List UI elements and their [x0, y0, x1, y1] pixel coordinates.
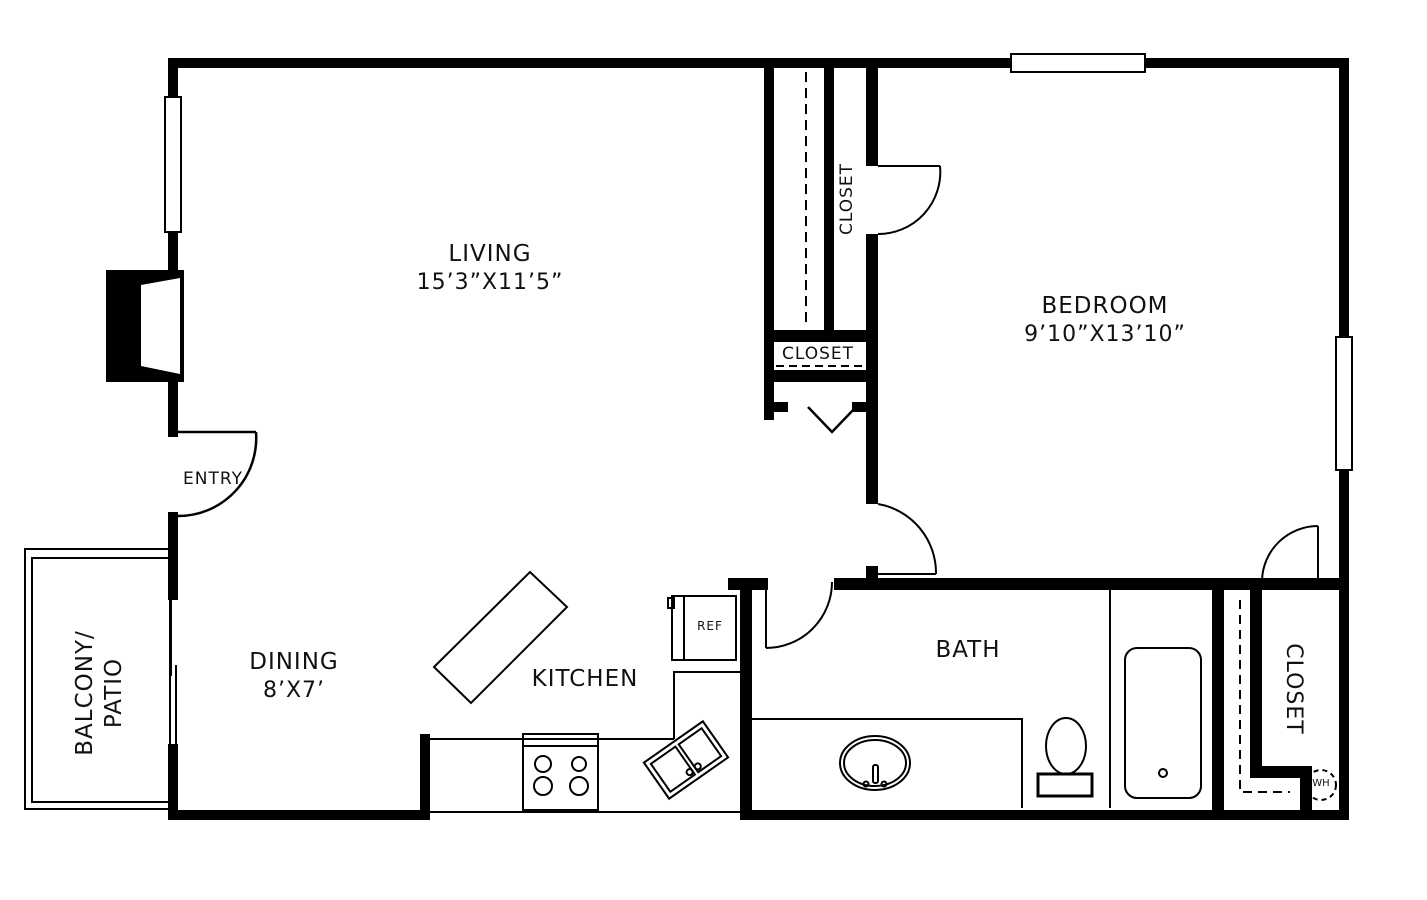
room-label-entry: ENTRY [178, 469, 248, 490]
water-heater-icon [1305, 769, 1337, 801]
kitchen-name: KITCHEN [531, 666, 639, 692]
closet-details [765, 72, 1319, 793]
wh-text: WH [1312, 778, 1330, 789]
bath-fixtures [752, 590, 1337, 808]
closet-hall-name: CLOSET [781, 344, 855, 364]
window-right-bedroom [1335, 336, 1353, 471]
bathtub-icon [1124, 647, 1202, 799]
refrigerator-icon [671, 595, 737, 661]
bath-name: BATH [935, 637, 1001, 663]
balcony-patio [24, 548, 177, 810]
room-label-kitchen: KITCHEN [510, 665, 660, 694]
window-top-bedroom [1010, 53, 1146, 73]
living-name: LIVING [448, 241, 532, 267]
dining-dimensions: 8’X7’ [262, 677, 326, 703]
water-heater-label: WH [1306, 778, 1336, 791]
balcony-line1: BALCONY/ [72, 630, 98, 756]
entry-name: ENTRY [183, 469, 243, 489]
fireplace-icon [106, 270, 184, 382]
bedroom-dimensions: 9’10”X13’10” [1024, 321, 1186, 347]
room-label-bedroom: BEDROOM 9’10”X13’10” [1010, 292, 1200, 348]
kitchen-island [432, 570, 569, 705]
closet-bath-name: CLOSET [1281, 643, 1306, 735]
room-label-closet-bedroom: CLOSET [837, 151, 859, 247]
dining-name: DINING [249, 649, 339, 675]
kitchen-sink-icon [642, 719, 730, 801]
refrigerator-label: REF [686, 619, 734, 634]
room-label-balcony: BALCONY/ PATIO [71, 623, 127, 763]
entry-door [177, 430, 258, 518]
ref-text: REF [697, 619, 723, 633]
room-label-closet-hall: CLOSET [772, 344, 864, 365]
room-label-closet-bath: CLOSET [1281, 634, 1307, 744]
room-label-living: LIVING 15’3”X11’5” [410, 240, 570, 296]
exterior-walls [168, 58, 1349, 820]
bath-sink-icon [839, 735, 911, 791]
windows [164, 53, 1353, 471]
kitchen-fixtures [430, 570, 740, 813]
balcony-line2: PATIO [100, 657, 127, 729]
room-label-bath: BATH [908, 636, 1028, 665]
stove-icon [522, 733, 599, 811]
room-label-dining: DINING 8’X7’ [224, 648, 364, 704]
living-dimensions: 15’3”X11’5” [416, 269, 564, 295]
bedroom-name: BEDROOM [1041, 293, 1169, 319]
closet-bedroom-name: CLOSET [837, 162, 857, 236]
window-left-living [164, 96, 182, 233]
interior-walls [420, 58, 1349, 820]
toilet-icon [1036, 717, 1094, 798]
